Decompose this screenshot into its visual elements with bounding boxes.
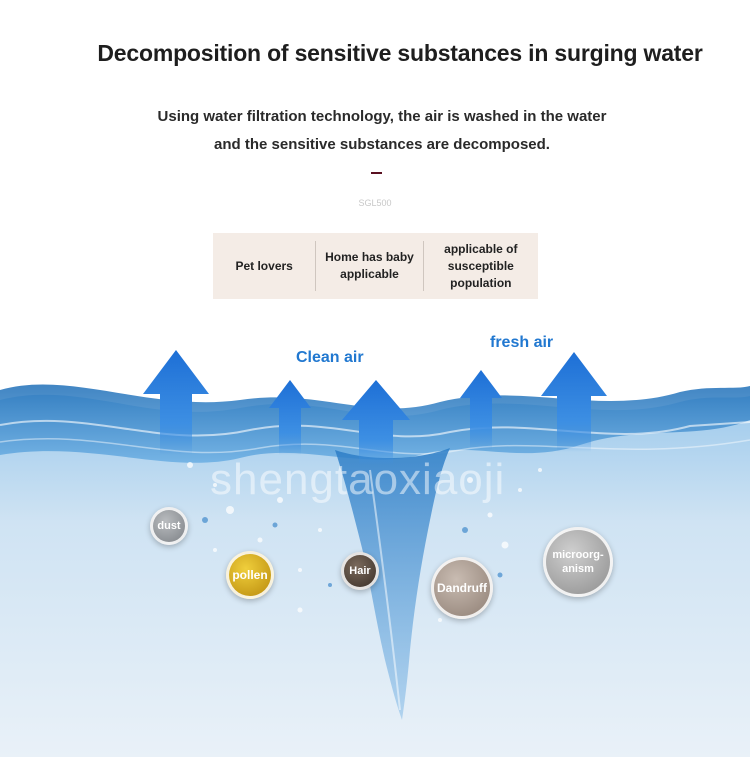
fresh-air-label: fresh air	[490, 334, 554, 351]
water-scene	[0, 350, 750, 757]
particle-dandruff: Dandruff	[431, 557, 493, 619]
feature-susceptible: applicable of susceptible population	[422, 241, 538, 291]
subtitle-line-1: Using water filtration technology, the a…	[157, 108, 607, 125]
arrow-up-icon	[541, 352, 607, 452]
particle-pollen: pollen	[226, 551, 274, 599]
arrow-up-icon	[342, 380, 410, 465]
feature-baby: Home has baby applicable	[315, 241, 422, 291]
particle-microorganism: microorg-anism	[543, 527, 613, 597]
page-title: Decomposition of sensitive substances in…	[97, 40, 703, 66]
model-label: SGL500	[358, 198, 392, 208]
accent-dash	[371, 172, 382, 174]
arrow-up-icon	[143, 350, 209, 455]
watermark: shengtaoxiaoji	[210, 455, 506, 504]
water-vortex	[335, 448, 450, 720]
subtitle-line-2: and the sensitive substances are decompo…	[214, 136, 550, 153]
feature-strip: Pet lovers Home has baby applicable appl…	[213, 233, 538, 299]
particle-dust: dust	[150, 507, 188, 545]
arrow-up-icon	[269, 380, 311, 455]
arrow-up-icon	[460, 370, 502, 450]
particle-hair: Hair	[341, 552, 379, 590]
feature-pet-lovers: Pet lovers	[235, 258, 293, 273]
clean-air-label: Clean air	[296, 349, 364, 366]
